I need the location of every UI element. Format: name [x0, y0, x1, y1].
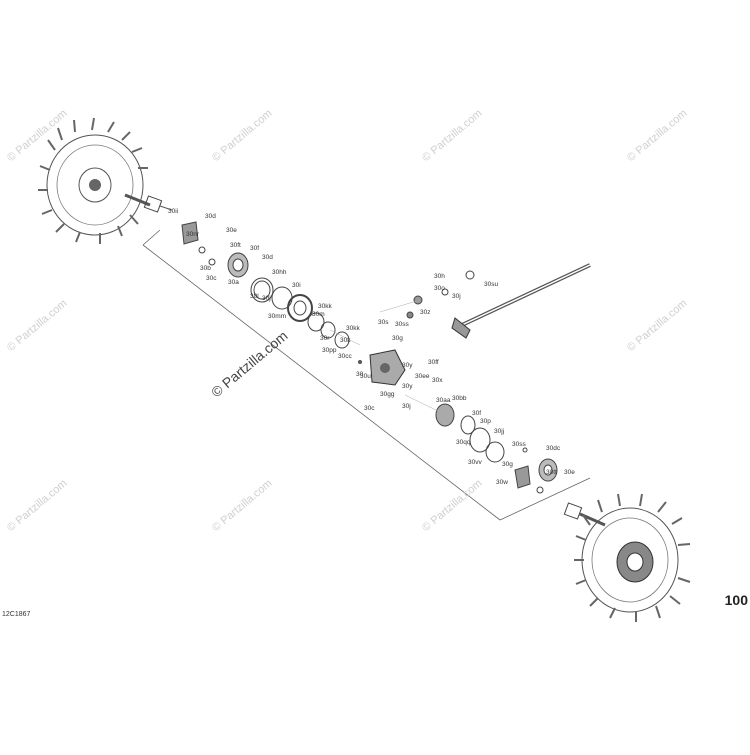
callout-label: 30f	[250, 245, 259, 252]
callout-label: 30b	[200, 265, 211, 272]
callout-label: 30ss	[512, 441, 526, 448]
callout-label: 30d	[205, 213, 216, 220]
callout-label: 30ee	[415, 373, 430, 380]
boundary-line-upper	[142, 229, 161, 246]
callout-label: 30z	[420, 309, 430, 316]
callout-label: 30kk	[318, 303, 332, 310]
callout-label: 30c	[206, 275, 217, 282]
hub-parts-upper	[181, 221, 350, 349]
callout-label: 30c	[364, 405, 375, 412]
callout-label: 30r	[320, 335, 330, 342]
leader-lines	[329, 299, 441, 413]
callout-label: 30dc	[546, 445, 561, 452]
callout-label: 30qq	[456, 439, 471, 446]
callout-label: 30a	[228, 279, 239, 286]
callout-label: 30j	[262, 295, 271, 302]
callout-label: 30o	[434, 285, 445, 292]
callout-label: 30nr	[186, 231, 200, 238]
callout-label: 30h	[434, 273, 445, 280]
page-number: 100	[724, 592, 748, 608]
hub-parts-lower	[435, 403, 558, 494]
callout-label: 30ft	[230, 242, 241, 249]
driveshaft	[406, 263, 591, 339]
axle-top-left	[124, 193, 173, 213]
callout-label: 30pp	[322, 347, 337, 354]
callout-label: 30gg	[380, 391, 395, 398]
axle-bottom-right	[563, 502, 606, 527]
callout-label: 30mm	[268, 313, 286, 320]
callout-label: 30f	[472, 410, 481, 417]
callout-label: 30cc	[338, 353, 352, 360]
callout-label: 30j	[402, 403, 411, 410]
boundary-line-right	[499, 477, 591, 521]
callout-label: 30e	[226, 227, 237, 234]
boundary-line-lower	[142, 244, 501, 521]
callout-label: 30w	[496, 479, 508, 486]
callout-label: 30y	[402, 383, 413, 390]
wheel-top-left	[38, 117, 149, 244]
callout-label: 30m	[312, 311, 325, 318]
callout-label: 30	[356, 371, 364, 378]
drawing-code: 12C1867	[2, 611, 31, 618]
callout-label: 30jj	[494, 428, 504, 435]
callout-label: 30ii	[168, 208, 178, 215]
wheel-bottom-right	[574, 493, 691, 622]
callout-label: 30ss	[395, 321, 409, 328]
callout-label: 30su	[484, 281, 498, 288]
callout-label: 30ff	[428, 359, 439, 366]
callout-label: 30j	[452, 293, 461, 300]
callout-label: 30k	[340, 337, 351, 344]
callout-label: 30l	[250, 293, 259, 300]
callout-label: 30s	[378, 319, 389, 326]
callout-label: 30e	[564, 469, 575, 476]
callout-label: 30g	[502, 461, 513, 468]
callout-label: 30tt	[546, 469, 557, 476]
callout-label: 30y	[402, 362, 413, 369]
callout-label: 30aa	[436, 397, 451, 404]
differential-housing	[358, 349, 406, 386]
callout-label: 30hh	[272, 269, 287, 276]
callout-label: 30x	[432, 377, 443, 384]
callout-label: 30d	[262, 254, 273, 261]
callout-label: 30bb	[452, 395, 467, 402]
callout-label: 30vv	[468, 459, 482, 466]
callout-label: 30u	[360, 373, 371, 380]
callout-label: 30p	[480, 418, 491, 425]
callout-label: 30kk	[346, 325, 360, 332]
callout-label: 30i	[292, 282, 301, 289]
callout-label: 30g	[392, 335, 403, 342]
